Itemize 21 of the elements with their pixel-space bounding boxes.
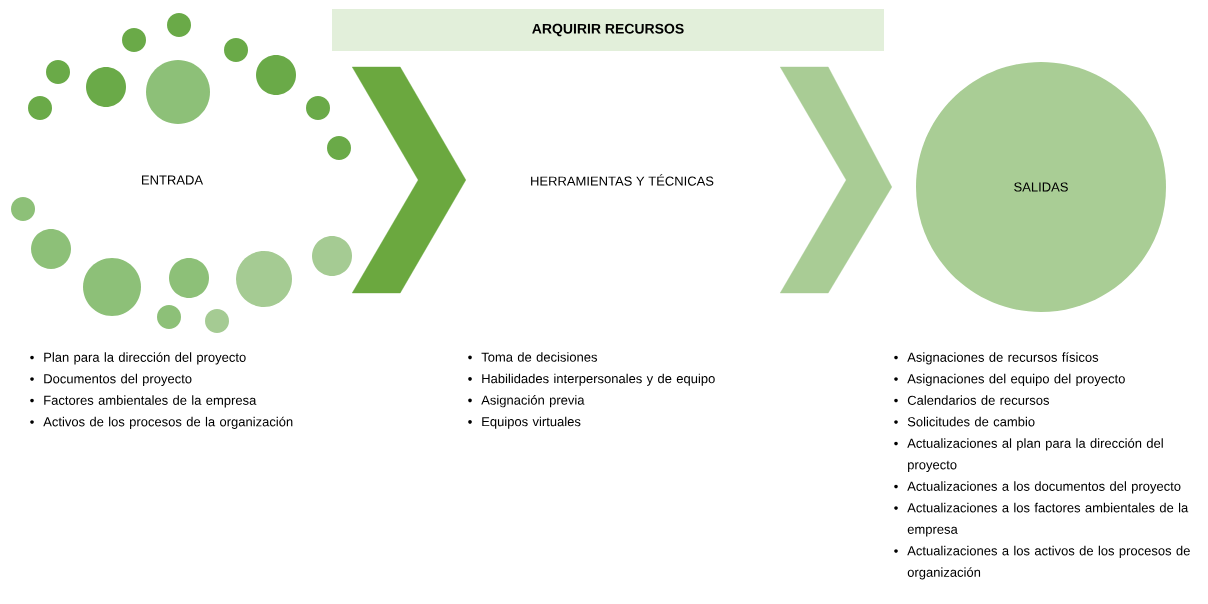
bullet-item: Solicitudes de cambio <box>907 416 1035 427</box>
bullet-item: Documentos del proyecto <box>44 373 192 386</box>
chevron-arrow <box>780 66 892 294</box>
stage-label: HERRAMIENTAS Y TÉCNICAS <box>531 174 714 186</box>
bullet-item: Actualizaciones a los documentos del proyecto <box>907 481 1181 494</box>
bullet-item: Asignación previa <box>481 395 585 408</box>
bullet-item: Asignaciones de recursos físicos <box>907 352 1099 365</box>
bullet-item: Toma de decisiones <box>481 352 598 362</box>
bullet-item: Actualizaciones a los activos de los procesos de organización <box>907 545 1190 580</box>
bullet-item: Actualizaciones a los factores ambientales de la empresa <box>907 502 1189 537</box>
title-band: ARQUIRIR RECURSOS <box>332 9 884 51</box>
bullet-item: Calendarios de recursos <box>907 395 1050 405</box>
chevron-arrow <box>352 66 466 294</box>
bullet-item: Equipos virtuales <box>482 416 581 429</box>
bullet-item: Activos de los procesos de la organización <box>43 416 293 429</box>
bullet-item: Asignaciones del equipo del proyecto <box>907 373 1125 386</box>
bullet-item: Actualizaciones al plan para la dirección del proyecto <box>907 438 1163 472</box>
bullet-item: Plan para la dirección del proyecto <box>44 352 246 365</box>
bullet-item: Habilidades interpersonales y de equipo <box>482 373 715 386</box>
stage-label: ENTRADA <box>142 175 204 185</box>
bullet-item: Factores ambientales de la empresa <box>44 395 257 408</box>
